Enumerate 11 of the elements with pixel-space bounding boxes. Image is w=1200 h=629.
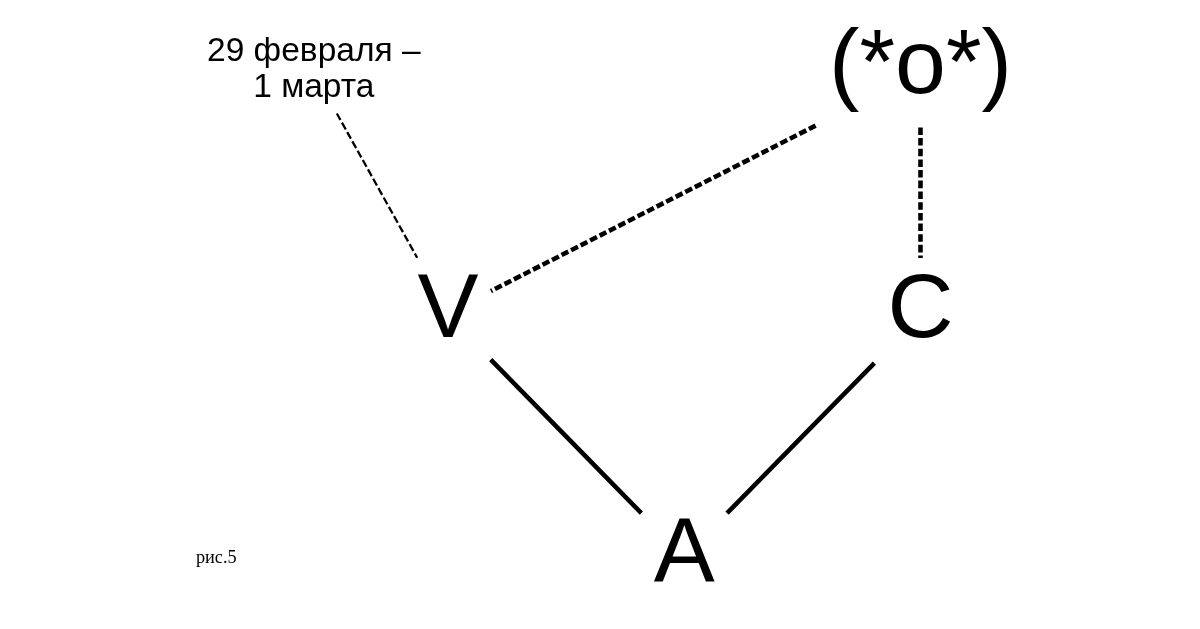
- node-text: A: [653, 498, 715, 601]
- connector: [489, 358, 643, 515]
- connector: [918, 127, 923, 258]
- node-text: V: [417, 254, 479, 357]
- node-text: (*o*): [829, 10, 1012, 113]
- node-text: C: [887, 254, 954, 357]
- connector: [725, 361, 876, 515]
- connector: [489, 123, 817, 294]
- node-text: 29 февраля – 1 марта: [207, 30, 421, 105]
- label: рис.5: [195, 547, 237, 568]
- connector: [335, 112, 419, 259]
